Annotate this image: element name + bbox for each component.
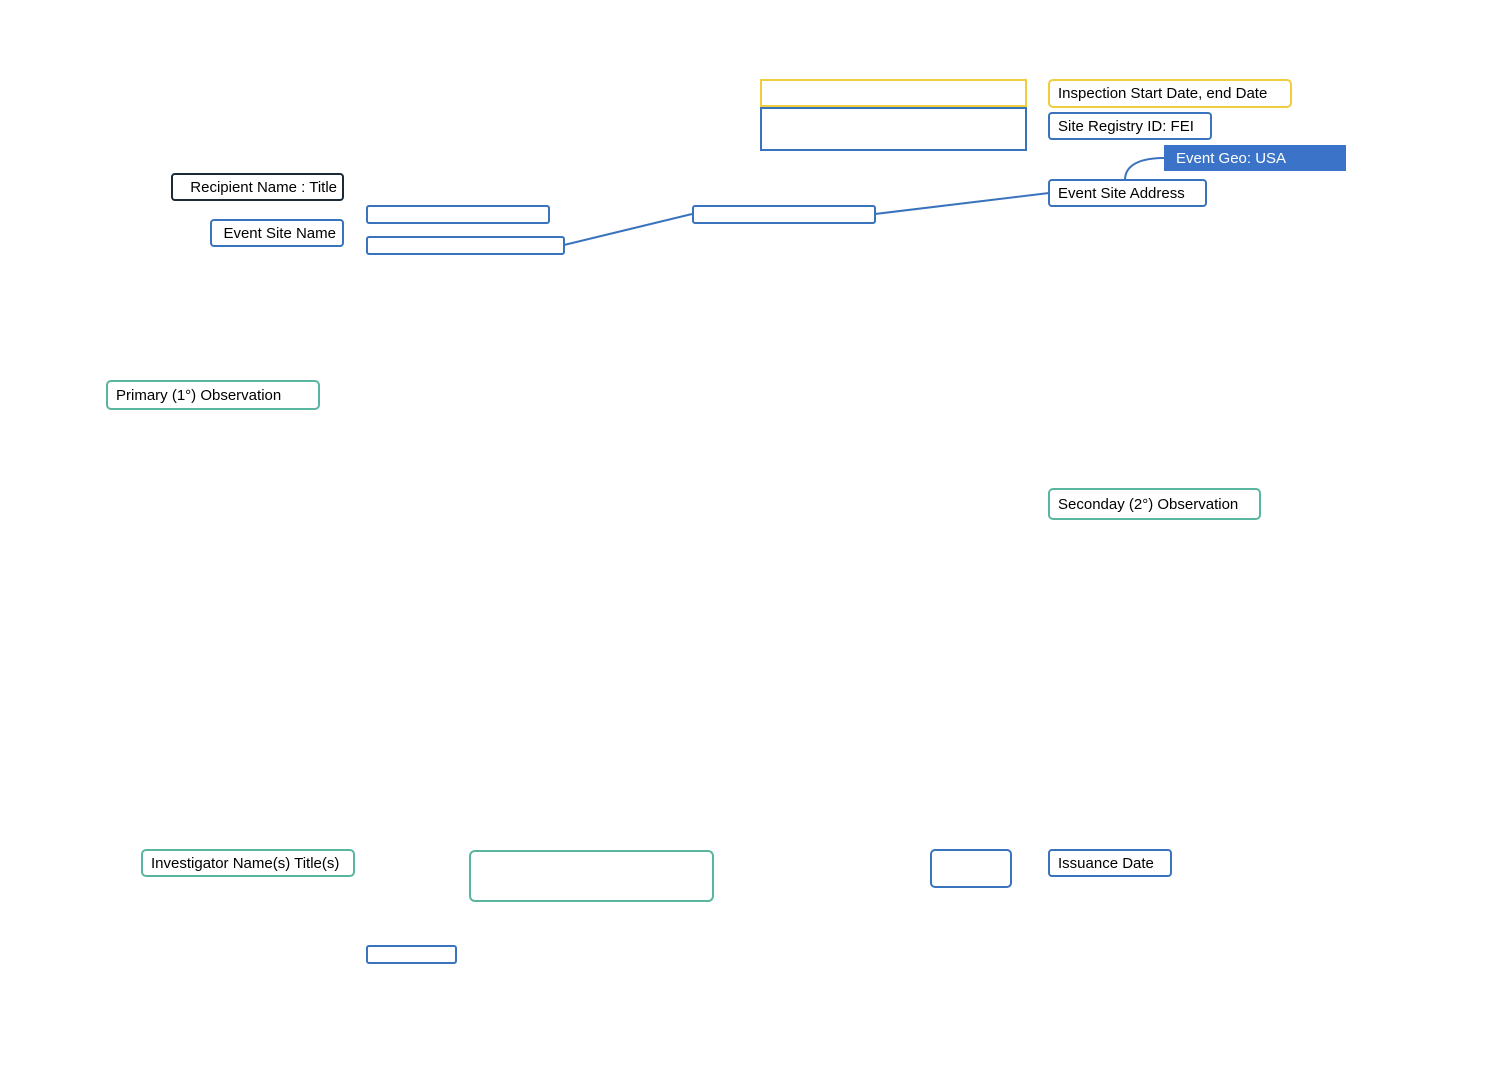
recipient-name-field[interactable] bbox=[366, 205, 550, 224]
connector-site-name-to-address-field bbox=[563, 213, 693, 246]
event-site-address-field[interactable] bbox=[692, 205, 876, 224]
recipient-name-title-label: Recipient Name : Title bbox=[171, 173, 344, 201]
event-site-name-field[interactable] bbox=[366, 236, 565, 255]
event-site-address-label: Event Site Address bbox=[1048, 179, 1207, 207]
primary-observation-label: Primary (1°) Observation bbox=[106, 380, 320, 410]
site-registry-id-label: Site Registry ID: FEI bbox=[1048, 112, 1212, 140]
connector-geo-to-address-label bbox=[1124, 157, 1165, 181]
event-site-name-label: Event Site Name bbox=[210, 219, 344, 247]
investigator-names-titles-label: Investigator Name(s) Title(s) bbox=[141, 849, 355, 877]
investigator-names-field[interactable] bbox=[469, 850, 714, 902]
issuance-date-field[interactable] bbox=[930, 849, 1012, 888]
event-geo-label: Event Geo: USA bbox=[1164, 145, 1346, 171]
inspection-dates-box[interactable] bbox=[760, 79, 1027, 107]
connector-address-field-to-address-label bbox=[874, 192, 1050, 215]
secondary-observation-label: Seconday (2°) Observation bbox=[1048, 488, 1261, 520]
signature-field[interactable] bbox=[366, 945, 457, 964]
site-registry-id-box[interactable] bbox=[760, 107, 1027, 151]
inspection-dates-label: Inspection Start Date, end Date bbox=[1048, 79, 1292, 108]
issuance-date-label: Issuance Date bbox=[1048, 849, 1172, 877]
